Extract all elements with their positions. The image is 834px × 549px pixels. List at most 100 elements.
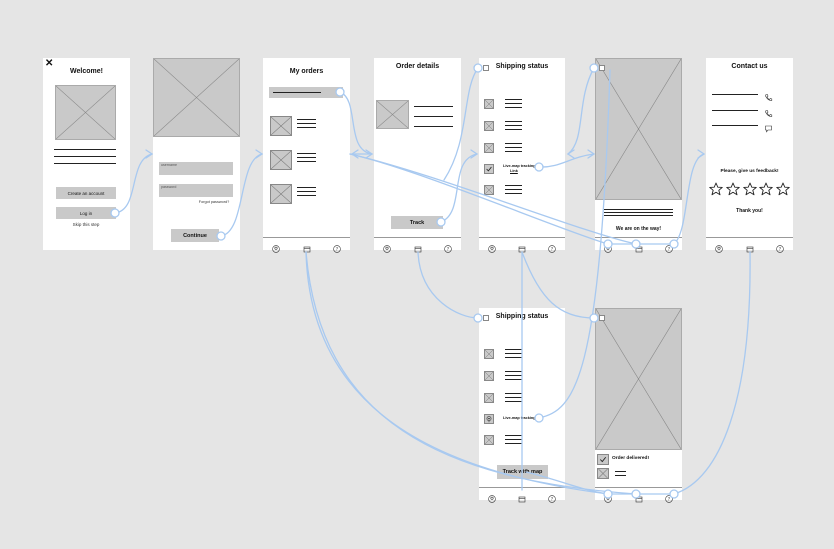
order-text: [297, 187, 316, 197]
thank-you-message: Thank you!: [736, 208, 763, 214]
star-icon[interactable]: [726, 182, 740, 196]
star-icon[interactable]: [743, 182, 757, 196]
profile-icon[interactable]: [488, 240, 496, 253]
order-thumbnail[interactable]: [270, 150, 292, 170]
frame-handle[interactable]: [483, 65, 489, 71]
text-line: [414, 116, 453, 117]
profile-icon[interactable]: [715, 240, 723, 253]
help-icon[interactable]: ?: [444, 240, 452, 253]
help-icon[interactable]: ?: [665, 240, 673, 253]
step-box: [484, 349, 494, 359]
order-text: [297, 153, 316, 163]
connector-arrow: [566, 149, 575, 159]
image-placeholder: [153, 58, 240, 137]
connector-arrow: [470, 149, 479, 159]
help-icon[interactable]: ?: [548, 490, 556, 503]
check-icon: [484, 164, 494, 174]
step-box: [484, 143, 494, 153]
step-box: [484, 185, 494, 195]
svg-text:?: ?: [551, 497, 554, 503]
package-icon[interactable]: [518, 240, 526, 253]
profile-icon[interactable]: [383, 240, 391, 253]
step-text: [505, 393, 522, 403]
screen-shipping-status-map: Shipping status Live-map tracking Track …: [479, 308, 565, 503]
star-icon[interactable]: [709, 182, 723, 196]
step-box: [484, 435, 494, 445]
phone-icon[interactable]: [764, 89, 773, 101]
text-line: [54, 149, 116, 150]
order-text: [297, 119, 316, 129]
text-line: [604, 215, 673, 216]
skip-link[interactable]: Skip this step: [72, 222, 100, 227]
text-line: [615, 475, 626, 476]
text-line: [615, 471, 626, 472]
star-icon[interactable]: [759, 182, 773, 196]
frame-handle[interactable]: [599, 315, 605, 321]
screen-shipping-status: Shipping status Live-map tracking Link ?: [479, 58, 565, 253]
welcome-title: Welcome!: [70, 68, 103, 75]
screen-my-orders: My orders ?: [263, 58, 350, 253]
image-placeholder: [55, 85, 116, 140]
forgot-password-link[interactable]: Forgot password?: [198, 200, 230, 204]
screen-welcome: ✕ Welcome! Create an account Log in Skip…: [43, 58, 130, 250]
svg-text:?: ?: [668, 497, 671, 503]
tab-bar: ?: [595, 487, 682, 503]
screen-login: username password Forgot password? Conti…: [153, 58, 240, 250]
profile-icon[interactable]: [488, 490, 496, 503]
frame-handle[interactable]: [483, 315, 489, 321]
connector-map-back: [567, 67, 595, 155]
shipping-status-title: Shipping status: [495, 63, 549, 70]
tab-bar: ?: [479, 487, 565, 503]
package-icon[interactable]: [303, 240, 311, 253]
tab-bar: ?: [595, 237, 682, 253]
frame-handle[interactable]: [599, 65, 605, 71]
step-box: [484, 371, 494, 381]
profile-icon[interactable]: [604, 490, 612, 503]
package-icon[interactable]: [635, 240, 643, 253]
item-thumbnail: [597, 468, 609, 479]
create-account-button[interactable]: Create an account: [56, 187, 116, 199]
tab-bar: ?: [706, 237, 793, 253]
step-text: [505, 371, 522, 381]
live-tracking-link[interactable]: Link: [510, 169, 518, 173]
search-line: [273, 92, 321, 93]
track-with-map-button[interactable]: Track with map: [497, 465, 548, 479]
help-icon[interactable]: ?: [776, 240, 784, 253]
step-text: [505, 349, 522, 359]
profile-icon[interactable]: [272, 240, 280, 253]
chat-icon[interactable]: [764, 120, 773, 133]
connector-contact-bottom: [673, 251, 751, 495]
help-icon[interactable]: ?: [665, 490, 673, 503]
svg-text:?: ?: [779, 247, 782, 253]
help-icon[interactable]: ?: [333, 240, 341, 253]
track-button[interactable]: Track: [391, 216, 443, 229]
star-icon[interactable]: [776, 182, 790, 196]
svg-text:?: ?: [668, 247, 671, 253]
package-icon[interactable]: [635, 490, 643, 503]
delivered-message: Order delivered!: [612, 456, 650, 461]
login-button[interactable]: Log in: [56, 207, 116, 219]
svg-text:?: ?: [447, 247, 450, 253]
live-tracking-label: Live-map tracking: [503, 416, 536, 420]
text-line: [604, 209, 673, 210]
text-line: [54, 163, 116, 164]
order-thumbnail[interactable]: [270, 184, 292, 204]
profile-icon[interactable]: [604, 240, 612, 253]
tab-bar: ?: [374, 237, 461, 253]
map-pin-icon: [484, 414, 494, 424]
text-line: [414, 126, 453, 127]
username-field[interactable]: [159, 162, 233, 175]
help-icon[interactable]: ?: [548, 240, 556, 253]
screen-map-on-way: We are on the way! ?: [595, 58, 682, 253]
package-icon[interactable]: [746, 240, 754, 253]
phone-icon[interactable]: [764, 105, 773, 117]
continue-button[interactable]: Continue: [171, 229, 219, 242]
connector-arrow: [365, 149, 374, 159]
check-icon: [597, 454, 609, 465]
order-thumbnail[interactable]: [270, 116, 292, 136]
package-icon[interactable]: [518, 490, 526, 503]
close-icon[interactable]: ✕: [45, 58, 54, 69]
connector-arrow: [255, 149, 264, 159]
password-field[interactable]: [159, 184, 233, 197]
package-icon[interactable]: [414, 240, 422, 253]
